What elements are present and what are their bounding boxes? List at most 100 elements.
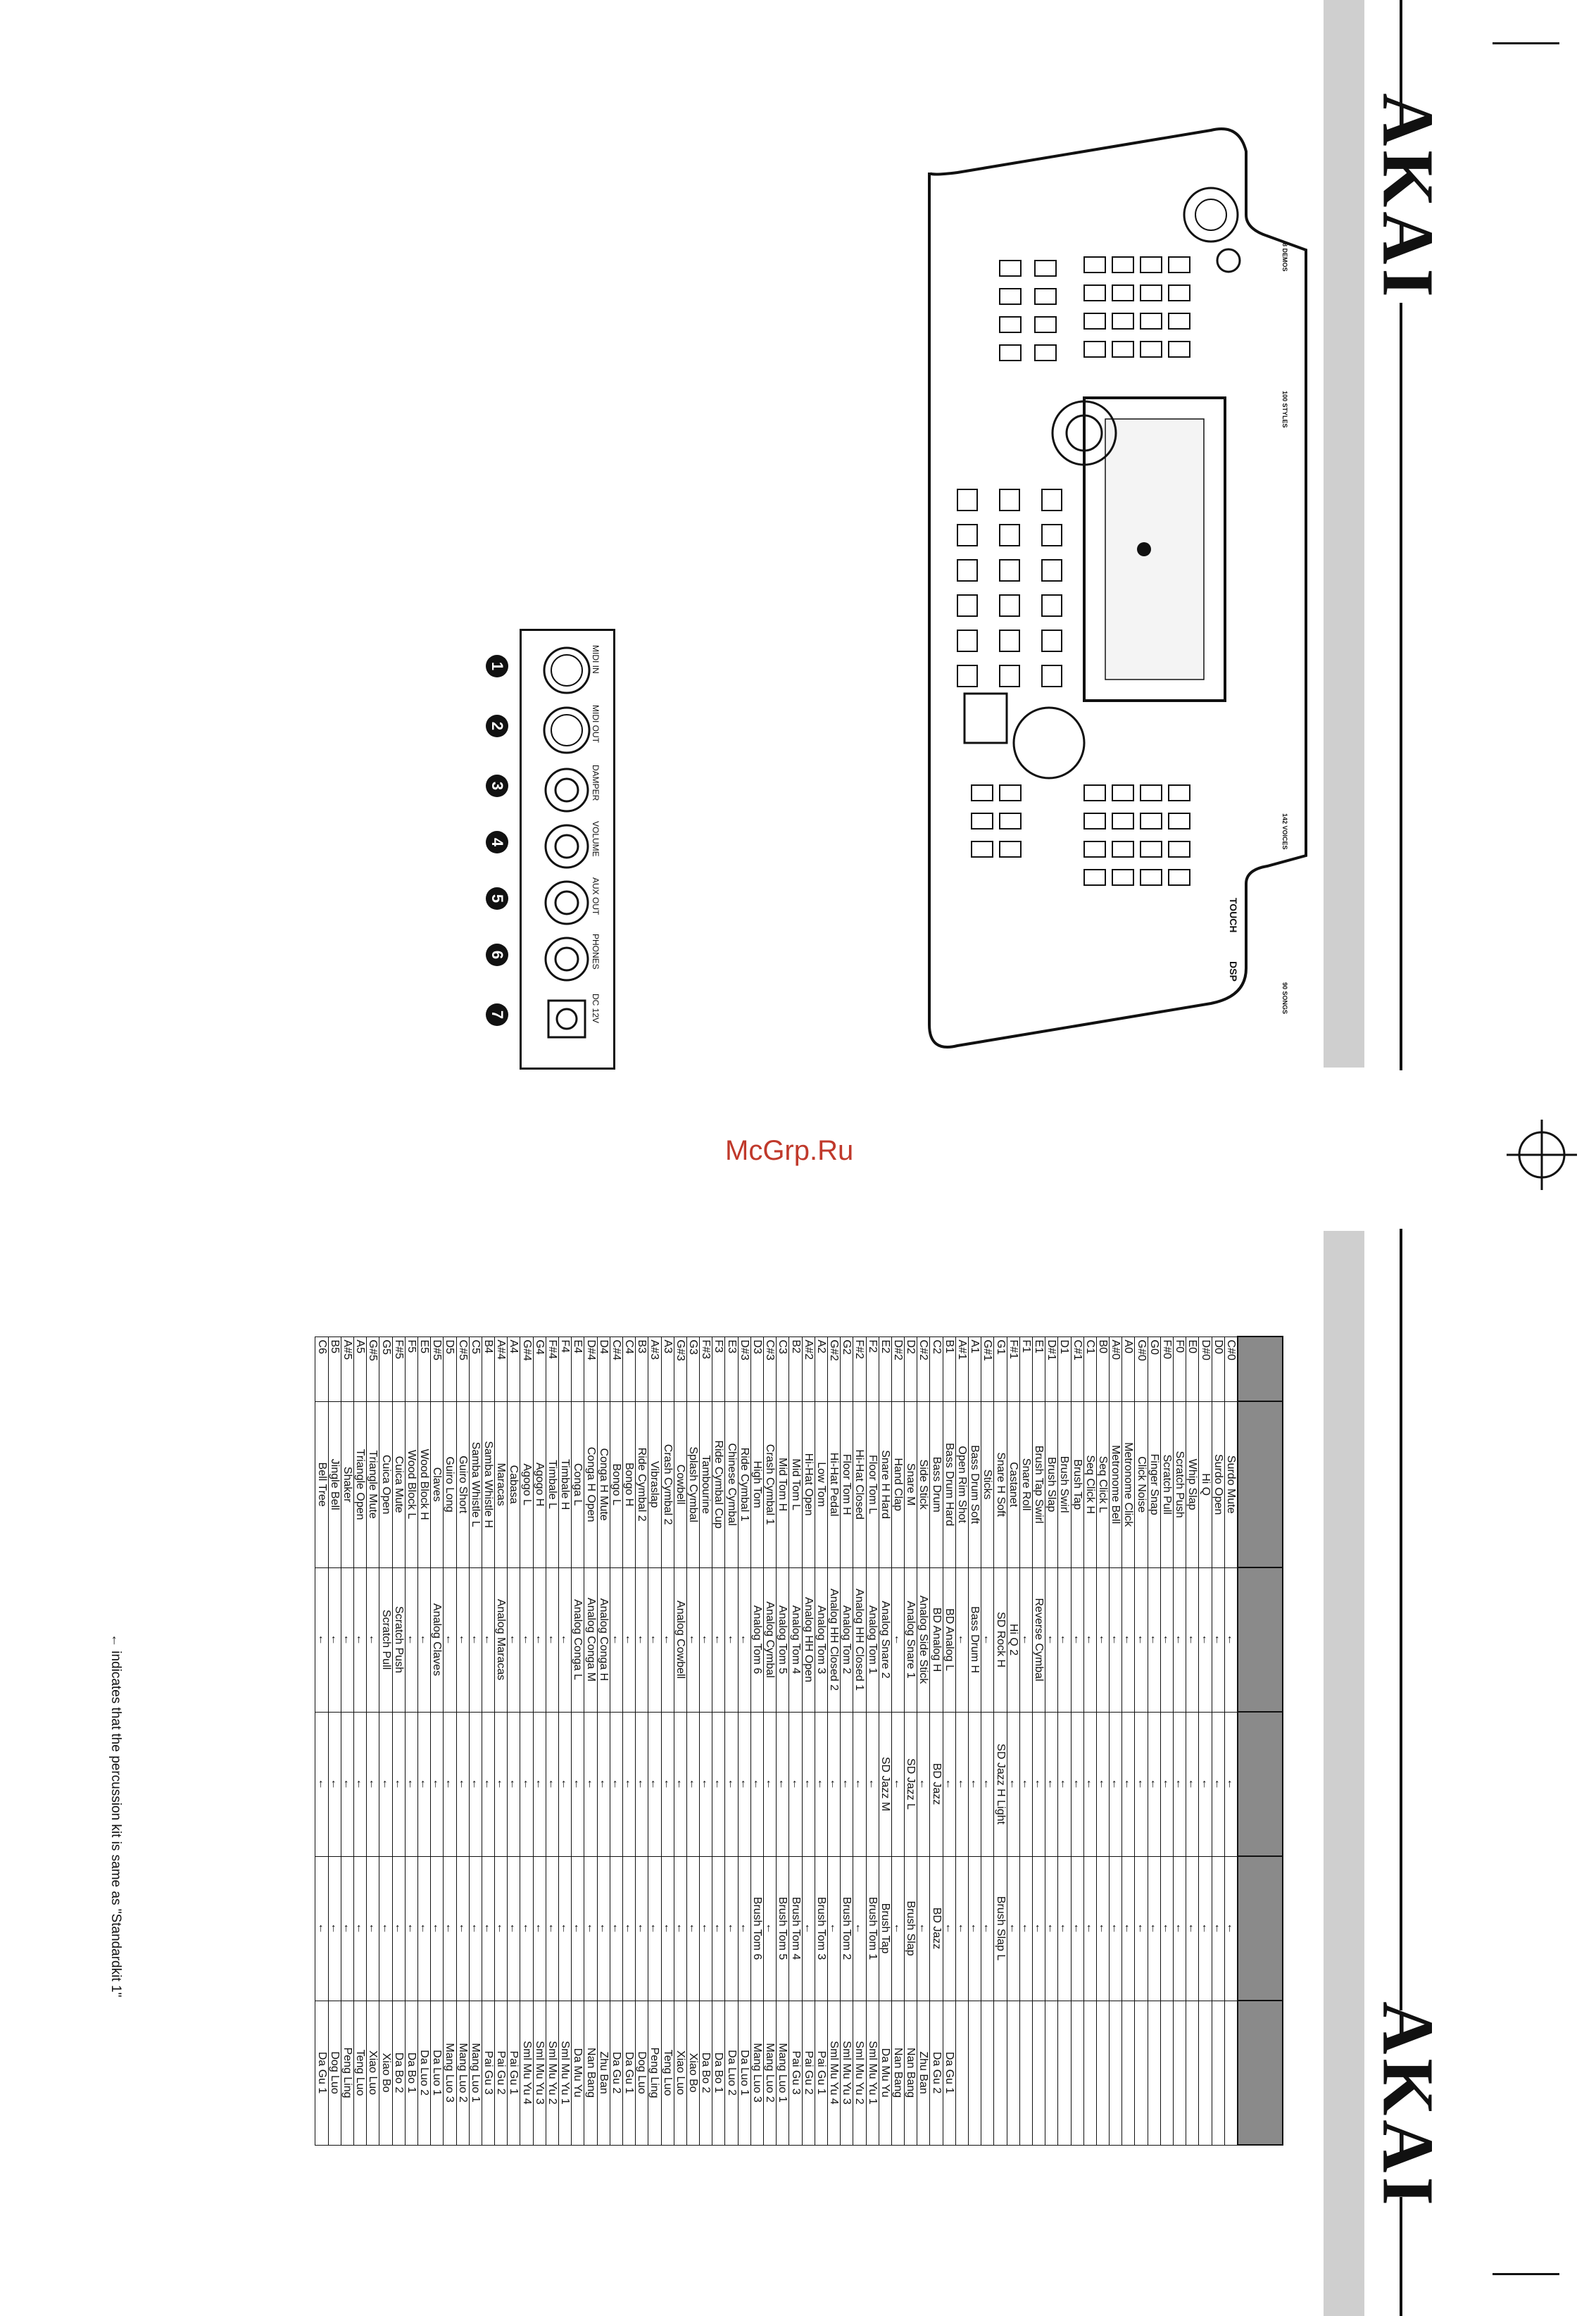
- kit-cell: ←: [763, 1712, 777, 1856]
- kit-cell: ←: [469, 1712, 482, 1856]
- kit-cell: Metronome Bell: [1109, 1401, 1122, 1567]
- kit-cell: ←: [776, 1712, 789, 1856]
- kit-cell: ←: [315, 1567, 329, 1712]
- note-cell: C#5: [456, 1337, 470, 1402]
- kit-cell: Analog HH Closed 1: [853, 1567, 867, 1712]
- kit-cell: Vibraslap: [648, 1401, 662, 1567]
- kit-cell: ←: [917, 1856, 930, 2001]
- kit-cell: Hi Q 2: [1007, 1567, 1020, 1712]
- kit-cell: Chinese Cymbal: [725, 1401, 739, 1567]
- kit-cell: Hi-Hat Closed: [853, 1401, 867, 1567]
- kit-cell: ←: [1109, 1712, 1122, 1856]
- note-cell: A4: [507, 1337, 520, 1402]
- kit-cell: ←: [417, 1567, 431, 1712]
- note-cell: A1: [968, 1337, 981, 1402]
- kit-cell: ←: [699, 1712, 712, 1856]
- note-cell: G#1: [981, 1337, 994, 1402]
- note-cell: F4: [558, 1337, 572, 1402]
- kit-cell: ←: [648, 1567, 662, 1712]
- kit-cell: [981, 2001, 994, 2145]
- kit-cell: ←: [482, 1567, 495, 1712]
- kit-cell: Dog Luo: [635, 2001, 648, 2145]
- kit-cell: ←: [430, 1856, 444, 2001]
- kit-cell: ←: [981, 1856, 994, 2001]
- note-cell: D#4: [584, 1337, 598, 1402]
- kit-cell: ←: [1096, 1567, 1110, 1712]
- kit-cell: Peng Ling: [341, 2001, 354, 2145]
- rule-line: [1400, 0, 1402, 120]
- kit-cell: ←: [1083, 1856, 1097, 2001]
- note-cell: C2: [930, 1337, 943, 1402]
- kit-cell: ←: [520, 1567, 534, 1712]
- note-cell: F5: [405, 1337, 418, 1402]
- side-band-bottom: [1324, 1231, 1364, 2316]
- kit-cell: Cuica Open: [379, 1401, 393, 1567]
- kit-cell: ←: [1032, 1856, 1045, 2001]
- connector-number-badge: 7: [486, 1003, 508, 1026]
- note-cell: A#0: [1109, 1337, 1122, 1402]
- panel-section-songs: 90 SONGS: [1281, 982, 1288, 1015]
- kit-cell: ←: [1186, 1856, 1199, 2001]
- kit-cell: ←: [1007, 1712, 1020, 1856]
- kit-cell: [1071, 2001, 1084, 2145]
- kit-cell: Mang Luo 2: [763, 2001, 777, 2145]
- kit-cell: Da Mu Yu: [879, 2001, 892, 2145]
- kit-cell: [1109, 2001, 1122, 2145]
- kit-cell: ←: [546, 1567, 559, 1712]
- note-cell: D3: [750, 1337, 764, 1402]
- kit-cell: ←: [520, 1856, 534, 2001]
- kit-cell: Conga L: [571, 1401, 584, 1567]
- kit-cell: ←: [891, 1567, 905, 1712]
- note-cell: A#4: [494, 1337, 508, 1402]
- kit-cell: [1083, 2001, 1097, 2145]
- kit-cell: [1160, 2001, 1174, 2145]
- panel-dsp-label: DSP: [1228, 961, 1239, 982]
- note-cell: C5: [469, 1337, 482, 1402]
- kit-cell: Da Gu 1: [622, 2001, 636, 2145]
- kit-cell: Shaker: [341, 1401, 354, 1567]
- kit-cell: Analog Cowbell: [674, 1567, 687, 1712]
- kit-cell: SD Jazz H Light: [993, 1712, 1007, 1856]
- kit-cell: Da Luo 2: [417, 2001, 431, 2145]
- kit-cell: ←: [1186, 1567, 1199, 1712]
- kit-cell: ←: [315, 1856, 329, 2001]
- kit-cell: Cuica Mute: [392, 1401, 406, 1567]
- kit-cell: ←: [405, 1712, 418, 1856]
- kit-cell: Analog Snare 2: [879, 1567, 892, 1712]
- kit-cell: [1057, 2001, 1072, 2145]
- kit-cell: Nan Bang: [904, 2001, 917, 2145]
- kit-cell: ←: [353, 1567, 367, 1712]
- note-cell: F#0: [1160, 1337, 1174, 1402]
- kit-cell: Triangle Open: [353, 1401, 367, 1567]
- kit-cell: ←: [827, 1856, 841, 2001]
- kit-cell: ←: [1135, 1712, 1148, 1856]
- kit-cell: ←: [1148, 1567, 1161, 1712]
- kit-cell: Da Bo 1: [712, 2001, 725, 2145]
- note-cell: A#5: [341, 1337, 354, 1402]
- kit-cell: ←: [546, 1856, 559, 2001]
- kit-cell: Scratch Pull: [1160, 1401, 1174, 1567]
- panel-section-voices: 142 VOICES: [1281, 813, 1288, 850]
- kit-cell: ←: [1212, 1712, 1225, 1856]
- kit-cell: Analog Tom 4: [788, 1567, 803, 1712]
- table-header-cell: [1238, 2001, 1283, 2145]
